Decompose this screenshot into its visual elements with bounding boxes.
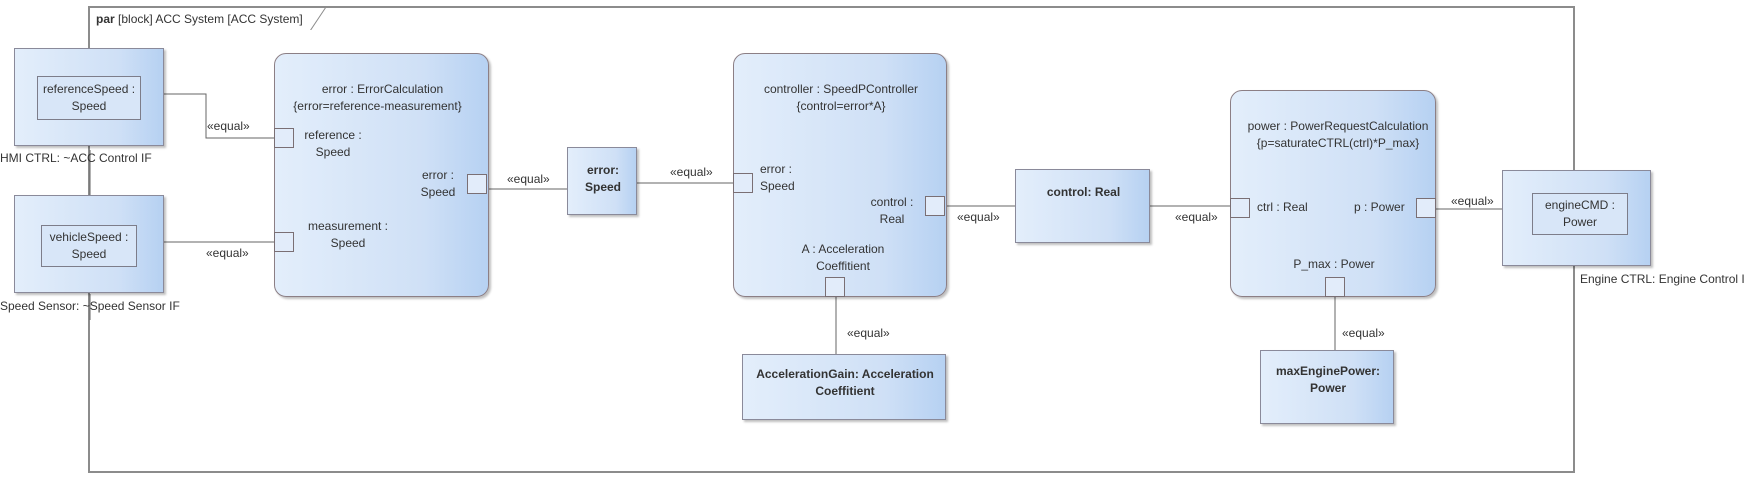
reference-param-type: Speed — [315, 145, 351, 159]
reference-port[interactable] — [274, 128, 294, 148]
reference-param-label: reference : Speed — [301, 127, 365, 161]
acceleration-param-type: Coeffitient — [816, 259, 870, 273]
pmax-port[interactable] — [1325, 277, 1345, 297]
reference-speed-property[interactable]: referenceSpeed : Speed — [37, 76, 141, 120]
control-real-property[interactable]: control: Real — [1015, 169, 1150, 243]
equal-label-ctrl: «equal» — [1175, 210, 1218, 224]
frame-keyword: par — [96, 12, 115, 26]
measurement-port[interactable] — [274, 232, 294, 252]
error-speed-type: Speed — [584, 180, 621, 194]
control-param-type: Real — [879, 212, 905, 226]
reference-param-name: reference : — [304, 128, 362, 142]
speed-sensor-label: Speed Sensor: ~Speed Sensor IF — [0, 299, 180, 313]
error-block-title: error : ErrorCalculation — [321, 82, 444, 96]
error-out-param-label: error : Speed — [418, 167, 458, 201]
vehicle-speed-type: Speed — [71, 247, 107, 261]
acceleration-gain-type: Coeffitient — [815, 384, 875, 398]
max-engine-power-property[interactable]: maxEnginePower: Power — [1260, 350, 1394, 424]
error-out-param-name: error : — [421, 168, 454, 182]
acceleration-param-name: A : Acceleration — [801, 242, 885, 256]
speed-controller-block[interactable]: controller : SpeedPController {control=e… — [733, 53, 947, 297]
ctrl-port[interactable] — [1230, 198, 1250, 218]
controller-block-title: controller : SpeedPController — [763, 82, 919, 96]
measurement-param-name: measurement : — [307, 219, 389, 233]
controller-error-port[interactable] — [733, 173, 753, 193]
speed-sensor-port[interactable]: vehicleSpeed : Speed — [14, 195, 164, 293]
hmi-ctrl-port[interactable]: referenceSpeed : Speed — [14, 48, 164, 146]
p-port[interactable] — [1416, 198, 1436, 218]
acceleration-gain-name: AccelerationGain: Acceleration — [756, 367, 934, 381]
error-block-formula: {error=reference-measurement} — [293, 99, 462, 113]
engine-cmd-name: engineCMD : — [1544, 198, 1616, 212]
controller-error-param-type: Speed — [760, 179, 795, 193]
vehicle-speed-name: vehicleSpeed : — [49, 230, 129, 244]
power-request-block[interactable]: power : PowerRequestCalculation {p=satur… — [1230, 90, 1436, 297]
measurement-param-type: Speed — [330, 236, 366, 250]
control-param-name: control : — [870, 195, 914, 209]
power-block-formula: {p=saturateCTRL(ctrl)*P_max} — [1256, 136, 1420, 150]
engine-ctrl-label: Engine CTRL: Engine Control I — [1580, 272, 1745, 286]
engine-cmd-type: Power — [1562, 215, 1597, 229]
control-param-label: control : Real — [867, 194, 917, 228]
frame-tab — [310, 6, 327, 30]
frame-title: [block] ACC System [ACC System] — [118, 12, 303, 26]
reference-speed-name: referenceSpeed : — [42, 82, 136, 96]
wire-reference — [138, 93, 274, 139]
reference-speed-type: Speed — [71, 99, 107, 113]
equal-label-pmax: «equal» — [1342, 326, 1385, 340]
equal-label-control: «equal» — [957, 210, 1000, 224]
error-speed-property[interactable]: error: Speed — [567, 147, 637, 215]
equal-label-accel: «equal» — [847, 326, 890, 340]
error-out-port[interactable] — [467, 174, 487, 194]
hmi-ctrl-label: HMI CTRL: ~ACC Control IF — [0, 151, 152, 165]
pmax-param-label: P_max : Power — [1293, 257, 1375, 271]
frame-label: par [block] ACC System [ACC System] — [96, 12, 303, 26]
vehicle-speed-property[interactable]: vehicleSpeed : Speed — [41, 225, 137, 267]
engine-cmd-property[interactable]: engineCMD : Power — [1532, 193, 1628, 235]
engine-ctrl-port[interactable]: engineCMD : Power — [1502, 170, 1651, 266]
max-engine-power-name: maxEnginePower: — [1275, 364, 1381, 378]
equal-label-error-out: «equal» — [507, 172, 550, 186]
acceleration-param-label: A : Acceleration Coeffitient — [788, 241, 898, 275]
acceleration-gain-property[interactable]: AccelerationGain: Acceleration Coeffitie… — [742, 354, 946, 420]
power-block-title: power : PowerRequestCalculation — [1247, 119, 1429, 133]
max-engine-power-type: Power — [1309, 381, 1346, 395]
controller-block-formula: {control=error*A} — [796, 99, 886, 113]
acceleration-port[interactable] — [825, 277, 845, 297]
equal-label-engine: «equal» — [1451, 194, 1494, 208]
measurement-param-label: measurement : Speed — [301, 218, 395, 252]
error-calculation-block[interactable]: error : ErrorCalculation {error=referenc… — [274, 53, 489, 297]
control-port[interactable] — [925, 196, 945, 216]
control-real-name: control: Real — [1046, 185, 1121, 199]
ctrl-param-label: ctrl : Real — [1257, 200, 1308, 214]
error-out-param-type: Speed — [420, 185, 456, 199]
equal-label-error-in: «equal» — [670, 165, 713, 179]
controller-error-param-name: error : — [760, 162, 793, 176]
equal-label-reference: «equal» — [207, 119, 250, 133]
controller-error-param-label: error : Speed — [760, 161, 795, 195]
p-param-label: p : Power — [1354, 200, 1405, 214]
equal-label-measurement: «equal» — [206, 246, 249, 260]
error-speed-name: error: — [586, 163, 619, 177]
